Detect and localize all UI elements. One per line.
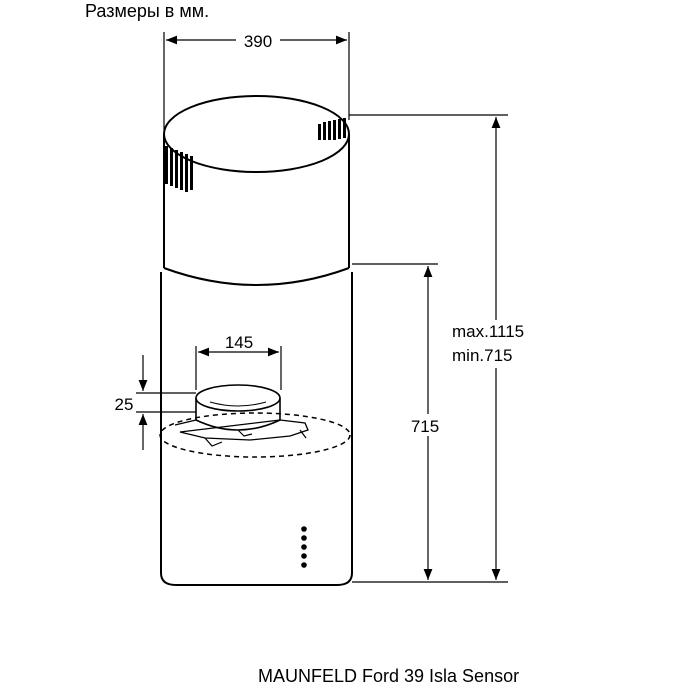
outlet-diameter-label: 145 [225, 333, 253, 352]
outlet-height-dimension [136, 355, 196, 450]
sensor-button-4 [301, 553, 307, 559]
total-height-max-label: max.1115 [452, 322, 524, 341]
units-title: Размеры в мм. [85, 1, 209, 21]
sensor-button-3 [301, 544, 307, 550]
lower-height-label: 715 [411, 417, 439, 436]
model-name: MAUNFELD Ford 39 Isla Sensor [258, 666, 519, 686]
total-height-min-label: min.715 [452, 346, 512, 365]
motor-base-outline [159, 412, 351, 458]
upper-cylinder [163, 95, 350, 268]
sensor-button-2 [301, 535, 307, 541]
outlet-collar [174, 384, 309, 447]
vent-slots [165, 118, 346, 192]
sensor-button-5 [301, 562, 307, 568]
sensor-buttons [301, 526, 307, 568]
outlet-height-label: 25 [115, 395, 134, 414]
lower-cylinder [160, 267, 353, 586]
width-label: 390 [244, 32, 272, 51]
sensor-button-1 [301, 526, 307, 532]
outlet-diameter-dimension [195, 346, 282, 390]
